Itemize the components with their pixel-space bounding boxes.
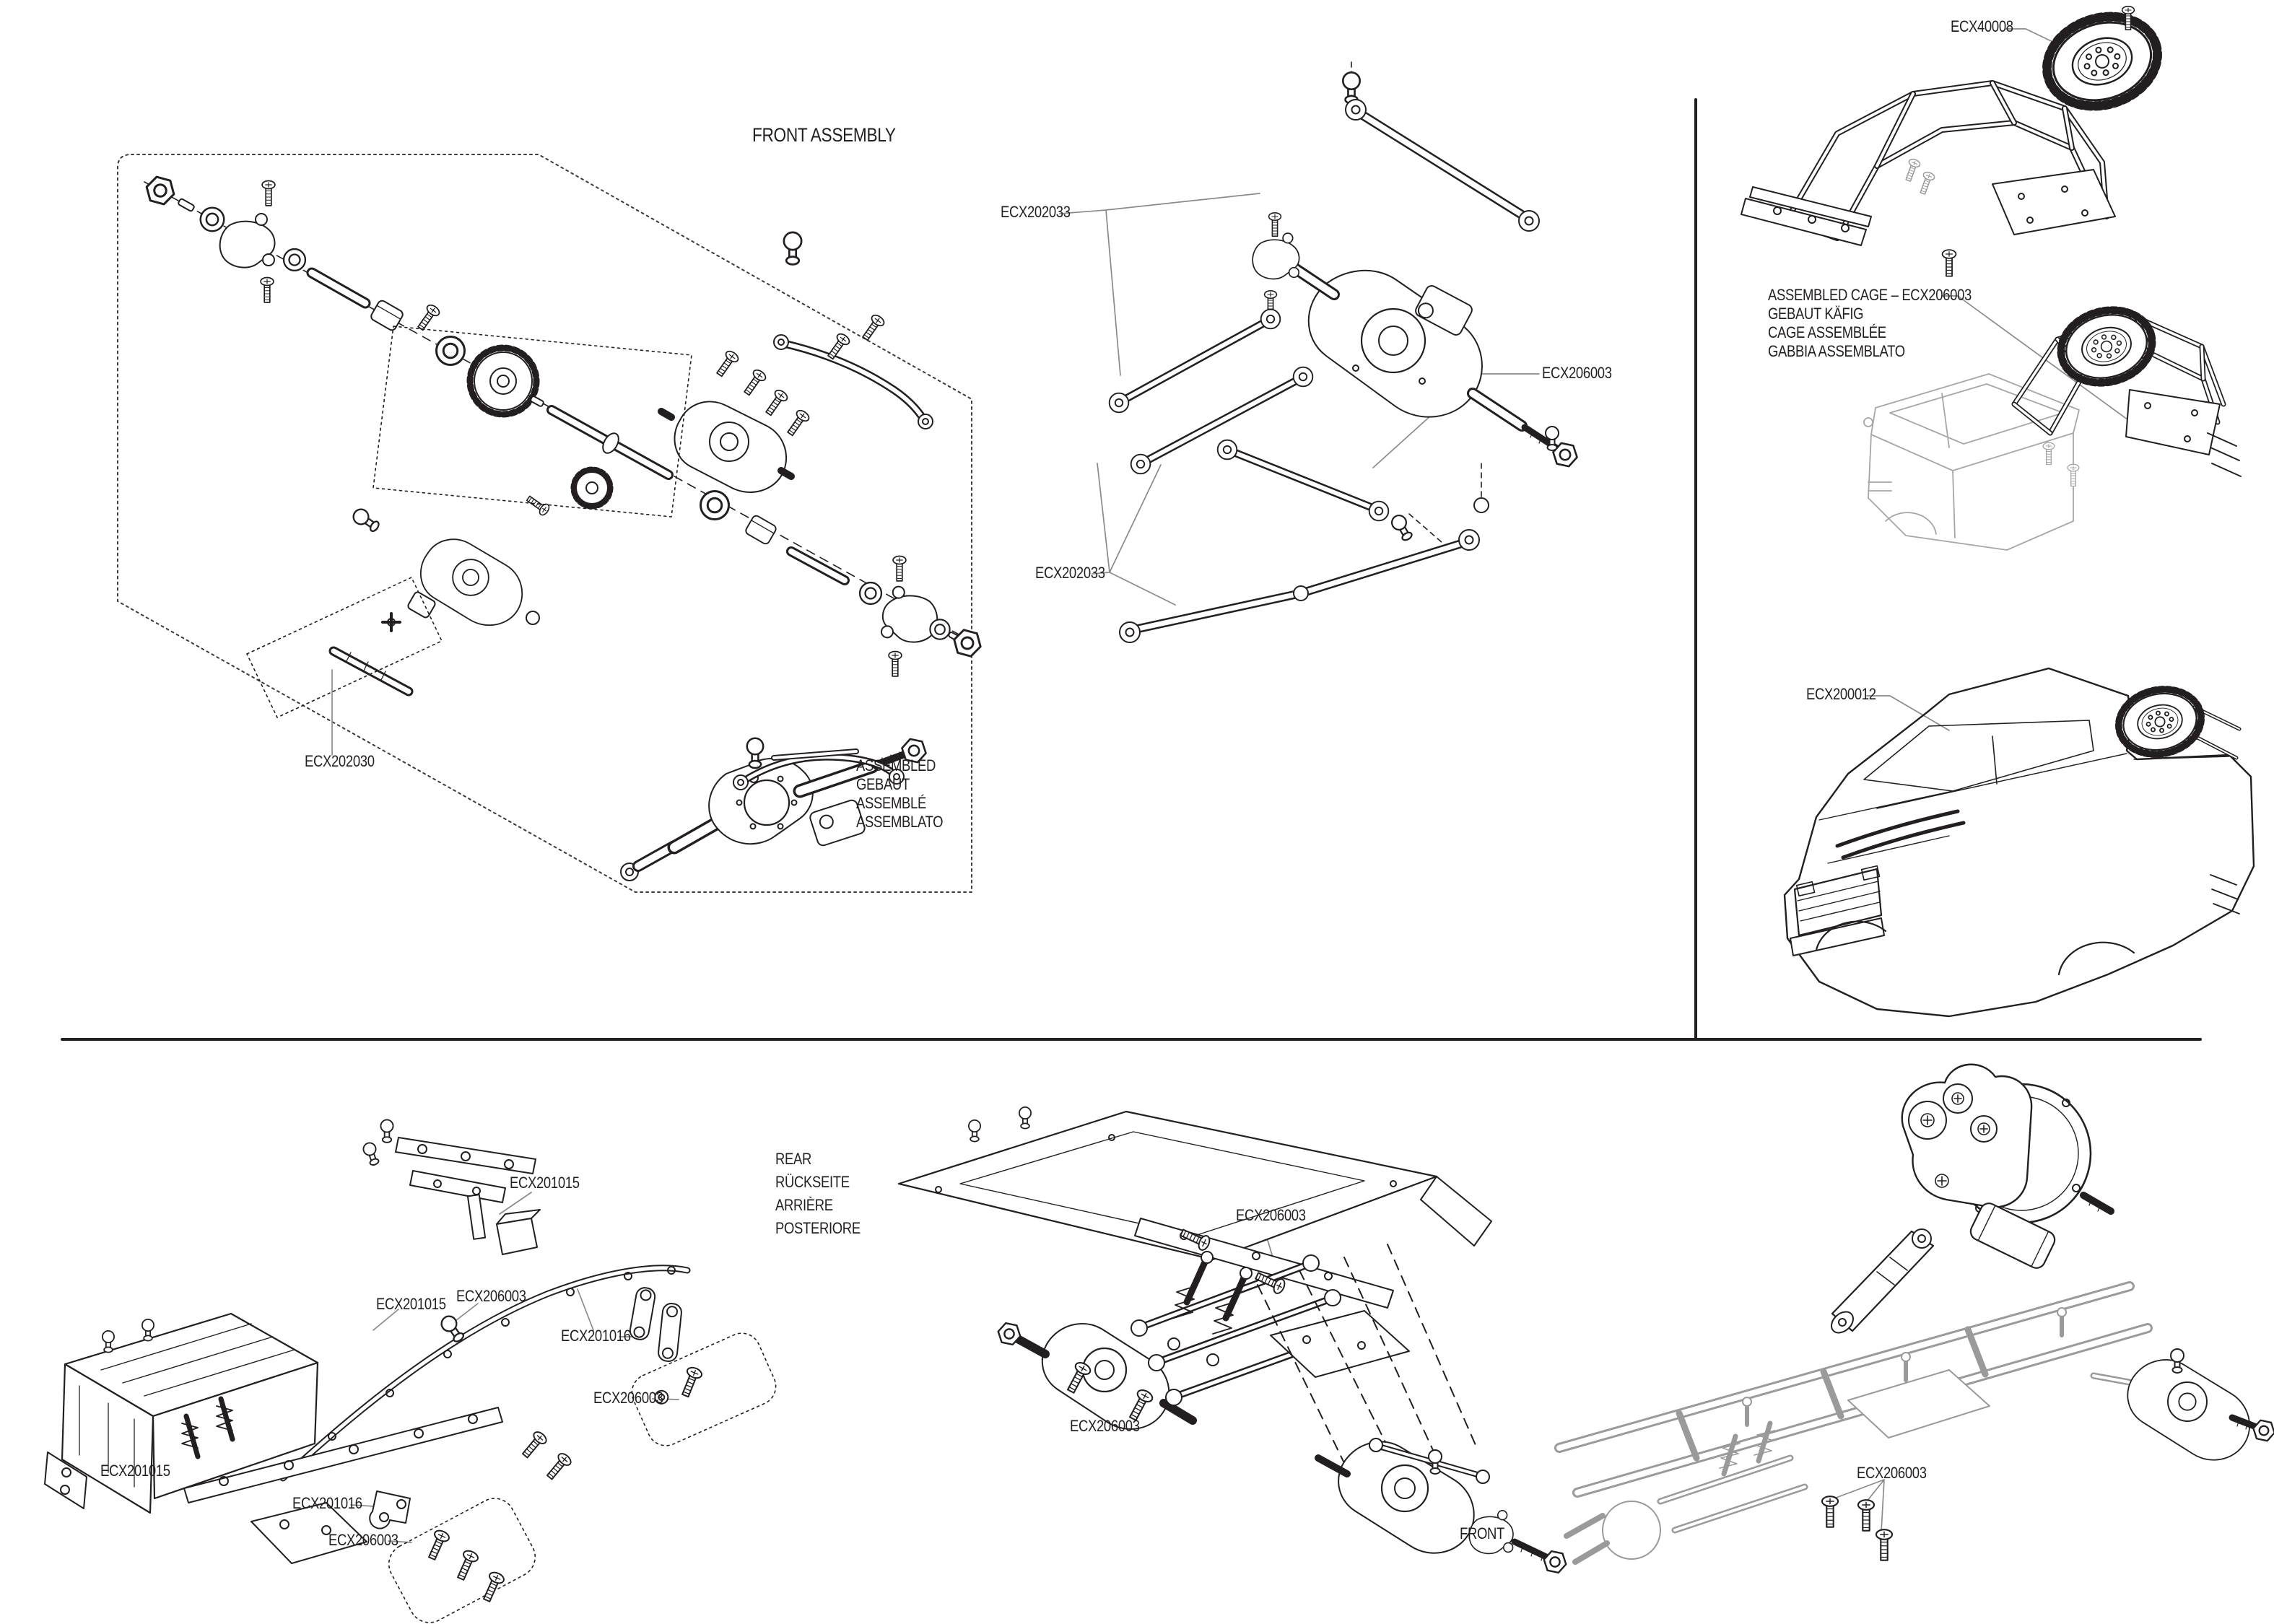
front-caption: FRONT [1460,1524,1504,1542]
front-assembly-title: FRONT ASSEMBLY [752,124,896,146]
truck-body-drawing [1783,667,2255,1018]
rear-caption-en: REAR [775,1150,812,1168]
front-axle-assembled-drawing [620,736,929,881]
chassis-with-motor-drawing [1554,1063,2274,1565]
part-label-rear-brace: ECX201015 [510,1174,580,1192]
part-label-rear-screws: ECX206003 [1236,1206,1306,1224]
assembled-caption-fr: ASSEMBLÉ [856,794,926,812]
cage-and-wheel-drawing [1741,3,2169,277]
assembled-cage-caption: ASSEMBLED CAGE – ECX206003 GEBAUT KÄFIG … [1768,286,1972,361]
assembled-cage-caption-it: GABBIA ASSEMBLATO [1768,342,1905,360]
assembled-caption-de: GEBAUT [856,775,910,793]
assembled-cage-caption-fr: CAGE ASSEMBLÉE [1768,323,1886,341]
part-label-screw-kit-b: ECX206003 [328,1531,398,1549]
part-label-lower-steering-link: ECX202033 [1035,564,1105,582]
part-label-chassis-tub: ECX201015 [100,1462,170,1480]
front-axle-exploded-drawing [142,174,985,718]
rear-assembly-drawing [897,1106,1569,1575]
assembled-caption-en: ASSEMBLED [856,756,936,774]
part-label-chassis-rail: ECX201015 [376,1295,446,1313]
part-label-link-mount: ECX201016 [292,1494,362,1512]
part-label-side-rail: ECX201016 [561,1327,631,1345]
steering-assembly-drawing [1108,61,1580,643]
part-label-steering-axle-screws: ECX206003 [1542,364,1612,382]
assembled-cage-caption-en: ASSEMBLED CAGE – ECX206003 [1768,286,1972,304]
rear-caption-fr: ARRIÈRE [775,1196,833,1214]
assembled-caption-it: ASSEMBLATO [856,813,944,831]
chassis-parts-drawing [44,1119,777,1623]
part-label-wheel-tire: ECX40008 [1951,17,2013,35]
part-label-front-axle-set: ECX202030 [305,752,375,770]
rear-caption-it: POSTERIORE [775,1219,861,1237]
front-assembly-dashed-border [117,154,972,893]
assembled-caption: ASSEMBLED GEBAUT ASSEMBLÉ ASSEMBLATO [856,756,944,831]
part-label-truck-body: ECX200012 [1806,685,1876,703]
part-label-screw-kit-a: ECX206003 [593,1389,663,1407]
part-label-motor-screws: ECX206003 [1857,1464,1927,1482]
rear-caption: REAR RÜCKSEITE ARRIÈRE POSTERIORE [775,1148,861,1240]
section-divider-lines [61,98,2202,1041]
body-with-cage-drawing [1863,300,2242,551]
assembled-cage-caption-de: GEBAUT KÄFIG [1768,305,1864,323]
part-label-upper-steering-link: ECX202033 [1001,203,1071,221]
rear-caption-de: RÜCKSEITE [775,1173,850,1191]
part-label-ball-screw: ECX206003 [456,1287,526,1305]
part-label-mid-screws: ECX206003 [1070,1417,1140,1435]
